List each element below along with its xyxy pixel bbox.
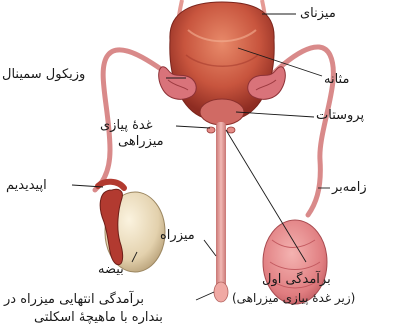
- label-bladder: مثانه: [324, 72, 349, 88]
- vas-deferens-right: [262, 47, 333, 215]
- bulbourethral-gland-right: [227, 127, 235, 133]
- label-urethra: میزراه: [160, 228, 195, 244]
- label-end-bulge-1: برآمدگی انتهایی میزراه در: [4, 292, 144, 308]
- label-prostate: پروستات: [316, 108, 364, 124]
- end-bulge: [214, 282, 228, 302]
- label-bulbourethral-gland-2: میزراهی: [118, 134, 164, 150]
- label-ureter: میزنای: [300, 6, 336, 22]
- label-seminal-vesicle: وزیکول سمینال: [2, 67, 85, 83]
- urethra-tube: [216, 122, 226, 290]
- label-first-bulge-1: برآمدگی اول: [262, 272, 331, 288]
- label-vas-deferens: زامه‌بر: [332, 180, 367, 196]
- label-epididymis: اپیدیدیم: [6, 178, 47, 194]
- label-end-bulge-2: بنداره با ماهیچهٔ اسکلتی: [34, 310, 163, 326]
- label-testis: بیضه: [98, 262, 124, 278]
- label-bulbourethral-gland-1: غدهٔ پیازی: [100, 118, 153, 134]
- label-first-bulge-2: (زیر غدهٔ پیازی میزراهی): [232, 290, 355, 306]
